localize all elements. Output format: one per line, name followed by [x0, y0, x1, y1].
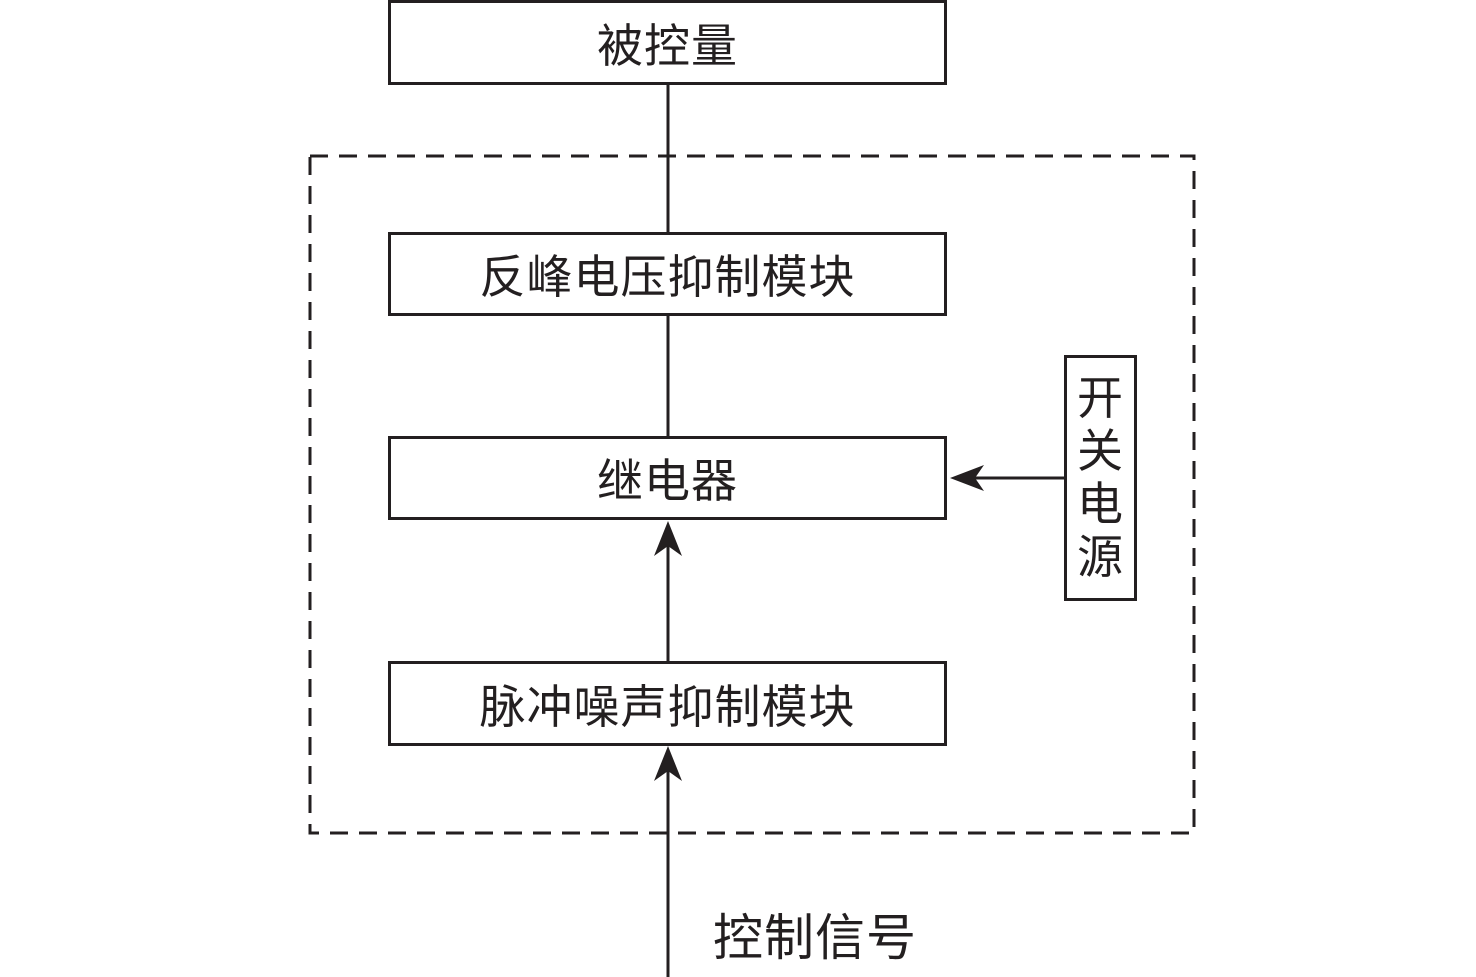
block-label-char: 源 — [1077, 530, 1124, 584]
block-label-char: 关 — [1077, 424, 1124, 478]
arrowhead-left-icon — [950, 465, 984, 491]
block-back-emf-suppression: 反峰电压抑制模块 — [388, 232, 947, 316]
block-label: 脉冲噪声抑制模块 — [479, 679, 856, 734]
block-pulse-noise-suppression: 脉冲噪声抑制模块 — [388, 661, 947, 746]
input-label-control-signal: 控制信号 — [713, 909, 917, 967]
block-label-char: 电 — [1077, 477, 1124, 531]
block-relay: 继电器 — [388, 436, 947, 520]
block-label: 继电器 — [597, 454, 738, 508]
arrowhead-up-icon — [654, 746, 682, 781]
block-switching-power-supply: 开 关 电 源 — [1064, 355, 1137, 601]
block-label: 反峰电压抑制模块 — [479, 250, 856, 304]
dashed-group-boundary — [308, 154, 1196, 835]
arrowhead-up-icon — [654, 521, 682, 556]
block-label-char: 开 — [1077, 371, 1124, 425]
block-controlled-quantity: 被控量 — [388, 0, 947, 85]
block-label: 被控量 — [597, 18, 738, 73]
